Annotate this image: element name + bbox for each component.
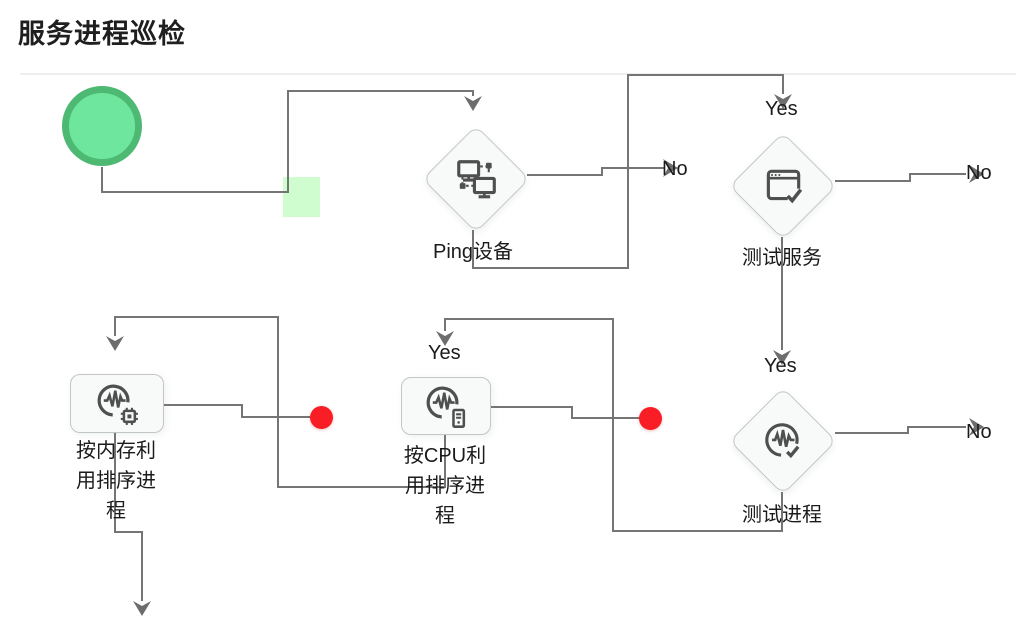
node-sort-by-cpu[interactable] bbox=[401, 377, 491, 435]
edge-memory-next bbox=[114, 432, 143, 601]
start-node[interactable] bbox=[62, 86, 142, 166]
pulse-server-icon bbox=[426, 386, 466, 428]
arrowhead-service-no bbox=[969, 165, 984, 183]
node-label-sort-by-cpu: 按CPU利用排序进程 bbox=[403, 445, 487, 527]
edge-label-service-yes: Yes bbox=[764, 355, 797, 377]
node-label-test-process: 测试进程 bbox=[742, 504, 822, 526]
node-label-test-service: 测试服务 bbox=[742, 247, 822, 269]
edge-memory-to-end bbox=[162, 404, 311, 418]
edge-process-no bbox=[835, 426, 966, 434]
network-ping-icon bbox=[457, 160, 496, 199]
title-divider bbox=[20, 73, 1016, 75]
arrowhead-into-ping bbox=[464, 96, 482, 111]
node-ping-device[interactable] bbox=[422, 125, 530, 233]
node-sort-by-memory[interactable] bbox=[70, 374, 164, 433]
arrowhead-into-memory bbox=[106, 336, 124, 351]
pulse-circle-check-icon bbox=[765, 423, 800, 459]
end-node-after-cpu[interactable] bbox=[639, 407, 662, 430]
arrowhead-into-cpu bbox=[436, 331, 454, 346]
edge-process-yes-to-cpu bbox=[444, 318, 783, 532]
edge-service-no bbox=[835, 173, 966, 182]
arrowhead-process-no bbox=[969, 418, 984, 436]
arrowhead-memory-next bbox=[133, 601, 151, 616]
edge-label-ping-yes: Yes bbox=[765, 98, 798, 120]
node-label-ping-device: Ping设备 bbox=[432, 241, 514, 263]
app-window-check-icon bbox=[766, 169, 803, 204]
pulse-chip-icon bbox=[97, 384, 138, 425]
edge-cpu-to-end bbox=[488, 406, 641, 419]
edge-label-process-no: No bbox=[966, 421, 992, 443]
drop-zone-highlight bbox=[283, 177, 320, 217]
edge-cpu-to-memory bbox=[114, 316, 446, 488]
edge-label-ping-no: No bbox=[662, 158, 688, 180]
node-label-sort-by-memory: 按内存利用排序进程 bbox=[76, 440, 156, 522]
edge-ping-no bbox=[527, 167, 664, 176]
arrowhead-ping-no bbox=[663, 159, 678, 177]
edge-label-service-no: No bbox=[966, 162, 992, 184]
arrowhead-into-process bbox=[773, 350, 791, 365]
node-test-process[interactable] bbox=[729, 387, 837, 495]
end-node-after-memory[interactable] bbox=[310, 406, 333, 429]
edge-ping-yes-to-service bbox=[472, 74, 784, 269]
page-title: 服务进程巡检 bbox=[18, 19, 186, 49]
edge-label-process-yes: Yes bbox=[428, 342, 461, 364]
arrowhead-into-service bbox=[774, 94, 792, 109]
node-test-service[interactable] bbox=[729, 132, 837, 240]
edge-start-to-ping bbox=[101, 90, 474, 193]
